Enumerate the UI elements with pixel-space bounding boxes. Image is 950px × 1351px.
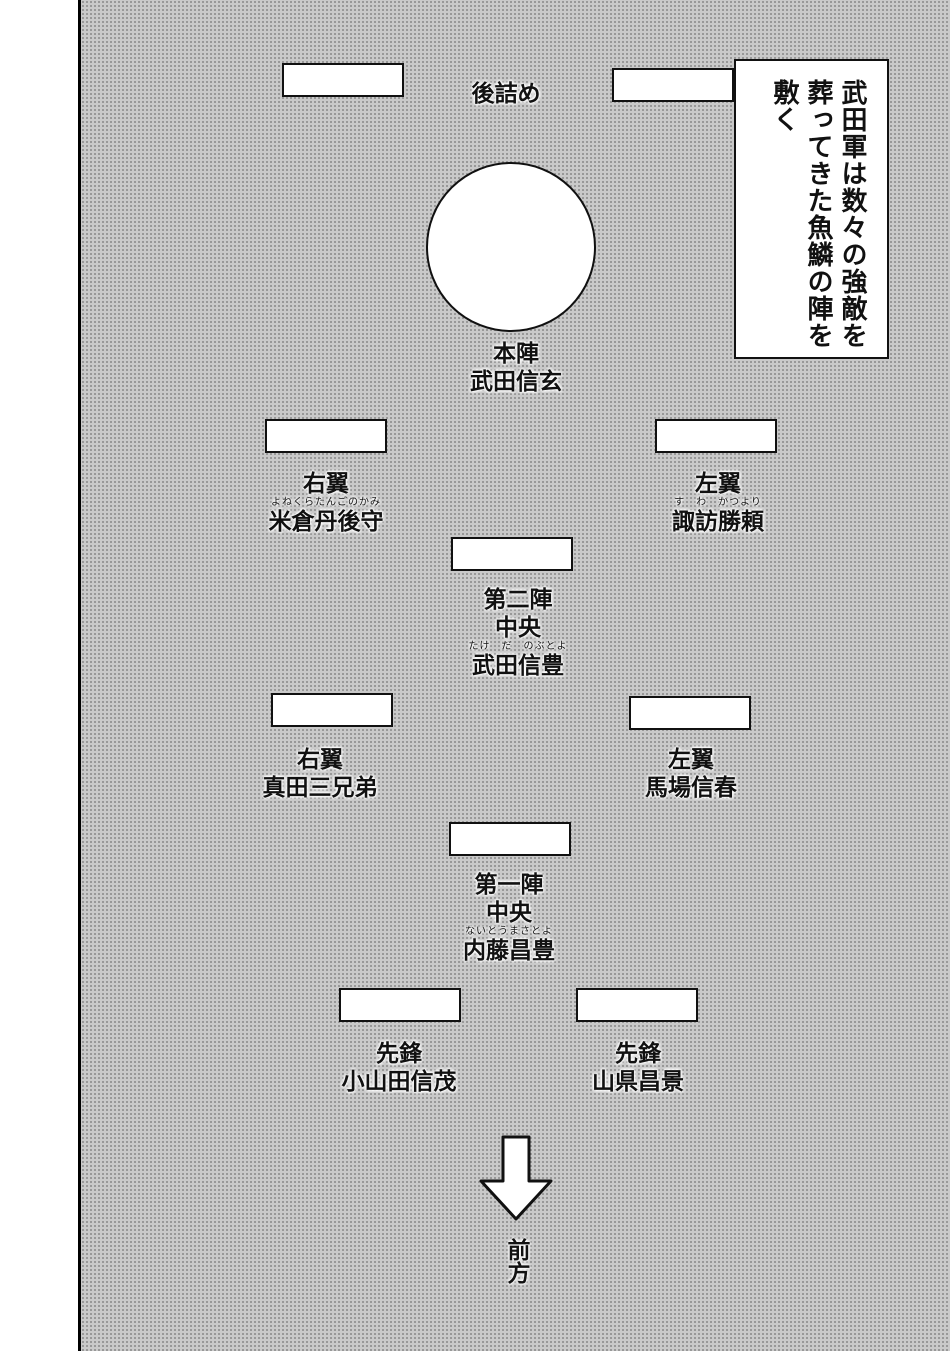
forward-label: 前方 [503, 1238, 529, 1284]
unit-box-second-line [451, 537, 573, 571]
first-line-label: 第一陣 中央 ないとうまさとよ 内藤昌豊 [463, 872, 555, 964]
narration-text: 武田軍は数々の強敵を葬ってきた魚鱗の陣を敷く [769, 79, 867, 349]
right-wing-1-label: 右翼 よねくらたんごのかみ 米倉丹後守 [268, 471, 384, 535]
main-camp-label: 本陣 武田信玄 [470, 341, 562, 395]
unit-box-vanguard-right [576, 988, 698, 1022]
narration-box: 武田軍は数々の強敵を葬ってきた魚鱗の陣を敷く [734, 59, 889, 359]
unit-box-right-wing-1 [265, 419, 387, 453]
right-wing-2-label: 右翼 真田三兄弟 [262, 747, 378, 801]
rear-guard-label: 後詰め [471, 81, 541, 107]
panel-border [78, 0, 81, 1351]
unit-box-vanguard-left [339, 988, 461, 1022]
vanguard-left-label: 先鋒 小山田信茂 [341, 1041, 457, 1095]
unit-box-rear-left [282, 63, 404, 97]
second-line-label: 第二陣 中央 たけ だ のぶとよ 武田信豊 [468, 587, 568, 679]
unit-box-first-line [449, 822, 571, 856]
unit-box-right-wing-2 [271, 693, 393, 727]
vanguard-right-label: 先鋒 山県昌景 [592, 1041, 684, 1095]
left-wing-1-label: 左翼 す わ かつより 諏訪勝頼 [672, 471, 764, 535]
unit-box-left-wing-1 [655, 419, 777, 453]
main-camp-circle [426, 162, 596, 332]
arrow-down-icon [479, 1135, 553, 1221]
unit-box-left-wing-2 [629, 696, 751, 730]
left-wing-2-label: 左翼 馬場信春 [645, 747, 737, 801]
unit-box-rear-right [612, 68, 734, 102]
